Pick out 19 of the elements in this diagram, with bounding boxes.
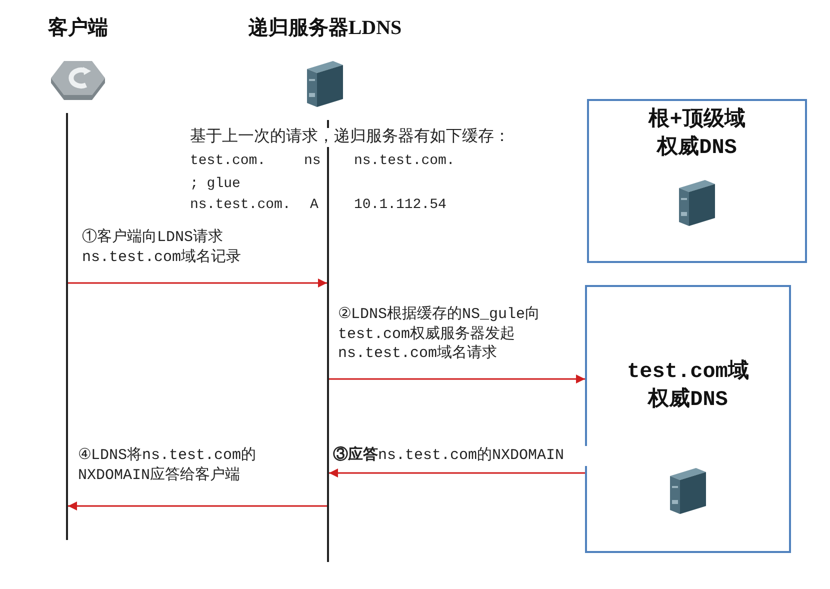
arrow: [68, 278, 327, 288]
cache-record-cell: A: [310, 197, 318, 214]
cache-record-cell: ns.test.com.: [190, 197, 291, 214]
participant-heading: 客户端: [48, 16, 108, 41]
arrow: [68, 502, 327, 510]
box-title: test.com域权威DNS: [626, 359, 750, 414]
arrow: [329, 374, 585, 384]
server-box: [587, 99, 807, 263]
box-title: 根+顶级域权威DNS: [647, 107, 746, 162]
server-box: [585, 285, 791, 553]
cache-record-cell: 10.1.112.54: [354, 197, 446, 214]
cache-record-cell: ; glue: [190, 176, 240, 193]
participant-heading: 递归服务器LDNS: [248, 16, 402, 41]
cache-record-cell: ns: [304, 153, 321, 170]
arrow: [329, 468, 585, 478]
cache-record-cell: ns.test.com.: [354, 153, 455, 170]
cache-record-cell: test.com.: [190, 153, 266, 170]
lifeline: [327, 120, 329, 562]
lifeline: [66, 113, 68, 540]
